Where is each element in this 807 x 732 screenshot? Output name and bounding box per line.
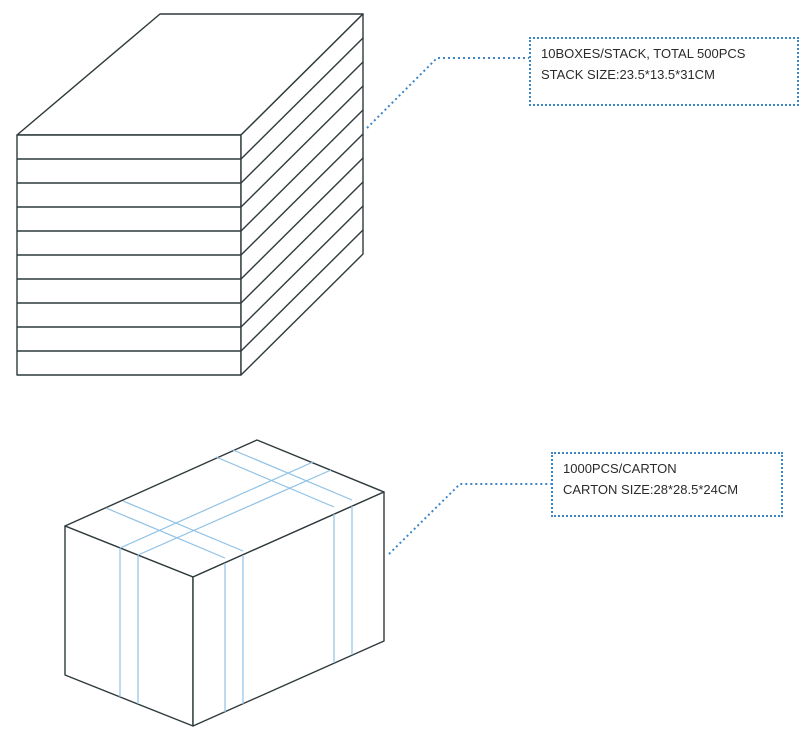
carton-size-text: CARTON SIZE:28*28.5*24CM [563, 482, 739, 497]
stack-leader-line [366, 57, 529, 129]
carton-quantity-text: 1000PCS/CARTON [563, 461, 677, 476]
carton-illustration [64, 439, 385, 727]
stack-layer-lines-side [240, 37, 364, 352]
carton-leader-line [388, 483, 551, 555]
carton-info-callout: 1000PCS/CARTON CARTON SIZE:28*28.5*24CM [551, 452, 783, 517]
stack-layer-lines-front [17, 158, 241, 352]
stack-size-text: STACK SIZE:23.5*13.5*31CM [541, 67, 715, 82]
stack-quantity-text: 10BOXES/STACK, TOTAL 500PCS [541, 46, 746, 61]
carton-tape-straps [105, 449, 353, 712]
box-stack-illustration [16, 13, 364, 376]
carton-side-face [192, 491, 385, 727]
stack-info-callout: 10BOXES/STACK, TOTAL 500PCS STACK SIZE:2… [529, 37, 799, 106]
